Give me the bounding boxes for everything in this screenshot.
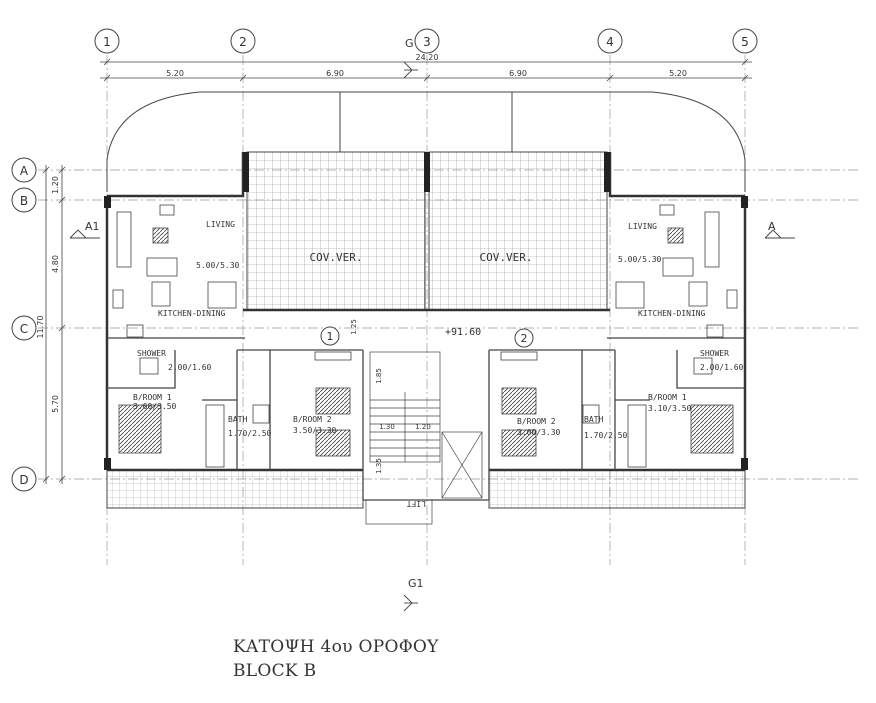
column-posts: [104, 152, 748, 470]
row-bubble-a: [11, 157, 37, 183]
unit-number-1: 1: [327, 330, 334, 343]
unit-bubbles: [320, 326, 534, 348]
overall-dimension: 24.20: [416, 53, 439, 62]
section-mark-right: A: [768, 220, 776, 233]
column-label-4: 4: [606, 35, 614, 49]
kitchen-label-left: KITCHEN-DINING: [158, 309, 226, 318]
bay-dimension-1: 5.20: [166, 69, 184, 78]
column-bubble-1: [94, 28, 120, 54]
left-dimension-line: [42, 165, 66, 484]
unit-bubble-1: [320, 326, 340, 346]
row-bubble-d: [11, 466, 37, 492]
broom2-label-right: B/ROOM 2: [517, 417, 556, 426]
bay-dimension-2: 6.90: [326, 69, 344, 78]
stair-dimension-2: 1.85: [375, 368, 383, 384]
stair-dimension-5: 1.20: [415, 423, 431, 431]
level-mark: +91.60: [445, 327, 481, 338]
drawing-subtitle: BLOCK B: [233, 661, 317, 681]
section-mark-top: G: [405, 37, 414, 50]
column-bubble-4: [597, 28, 623, 54]
shower-size-right: 2.00/1.60: [700, 363, 744, 372]
bay-dimension-4: 5.20: [669, 69, 687, 78]
living-label-left: LIVING: [206, 220, 235, 229]
stair-dimension-1: 1.25: [350, 319, 358, 335]
column-label-2: 2: [239, 35, 247, 49]
interior-walls: [107, 337, 745, 501]
living-size-right: 5.00/5.30: [618, 255, 662, 264]
row-dimension-total: 11.70: [36, 316, 45, 339]
row-label-a: A: [20, 164, 29, 178]
covered-veranda-left: [246, 151, 426, 311]
row-label-c: C: [20, 322, 28, 336]
broom1-size-left: 3.60/3.50: [133, 402, 177, 411]
row-bubble-c: [11, 315, 37, 341]
kitchen-label-right: KITCHEN-DINING: [638, 309, 706, 318]
column-bubbles: [94, 28, 758, 54]
unit-bubble-2: [514, 328, 534, 348]
column-label-3: 3: [423, 35, 431, 49]
bath-size-right: 1.70/2.50: [584, 431, 628, 440]
broom1-size-right: 3.10/3.50: [648, 404, 692, 413]
row-label-b: B: [20, 194, 28, 208]
shower-label-left: SHOWER: [137, 349, 166, 358]
cov-ver-label-left: COV.VER.: [310, 251, 363, 264]
broom1-label-left: B/ROOM 1: [133, 393, 172, 402]
row-dimension-1: 1.20: [51, 176, 60, 194]
broom2-label-left: B/ROOM 2: [293, 415, 332, 424]
row-dimension-2: 4.80: [51, 255, 60, 273]
living-label-right: LIVING: [628, 222, 657, 231]
covered-veranda-right: [428, 151, 608, 311]
terrace-paving: [106, 469, 746, 509]
row-bubbles: [11, 157, 37, 492]
broom2-size-left: 3.50/3.30: [293, 426, 337, 435]
furniture: [112, 204, 738, 468]
bath-label-right: BATH: [584, 415, 603, 424]
broom1-label-right: B/ROOM 1: [648, 393, 687, 402]
unit-number-2: 2: [521, 332, 528, 345]
row-dimension-3: 5.70: [51, 395, 60, 413]
section-marks: [69, 61, 795, 612]
bay-dimension-3: 6.90: [509, 69, 527, 78]
row-label-d: D: [19, 473, 28, 487]
exterior-walls: [105, 152, 747, 472]
column-label-5: 5: [741, 35, 749, 49]
bath-size-left: 1.70/2.50: [228, 429, 272, 438]
drawing-title: ΚΑΤΟΨΗ 4ου ΟΡΟΦΟΥ: [233, 637, 439, 657]
section-mark-bottom: G1: [408, 577, 424, 590]
shower-label-right: SHOWER: [700, 349, 729, 358]
column-bubble-3: [414, 28, 440, 54]
stair-dimension-3: 1.35: [375, 458, 383, 474]
column-label-1: 1: [103, 35, 111, 49]
lift-label: LIFT: [407, 499, 426, 508]
top-dimension-line: [100, 58, 752, 82]
living-size-left: 5.00/5.30: [196, 261, 240, 270]
balcony-outlines: [106, 91, 746, 192]
stair: [365, 351, 483, 525]
broom2-size-right: 3.00/3.30: [517, 428, 561, 437]
row-bubble-b: [11, 187, 37, 213]
bath-label-left: BATH: [228, 415, 247, 424]
section-mark-left: A1: [85, 220, 100, 233]
shower-size-left: 2.00/1.60: [168, 363, 212, 372]
column-bubble-5: [732, 28, 758, 54]
stair-dimension-4: 1.30: [379, 423, 395, 431]
cov-ver-label-right: COV.VER.: [480, 251, 533, 264]
column-bubble-2: [230, 28, 256, 54]
